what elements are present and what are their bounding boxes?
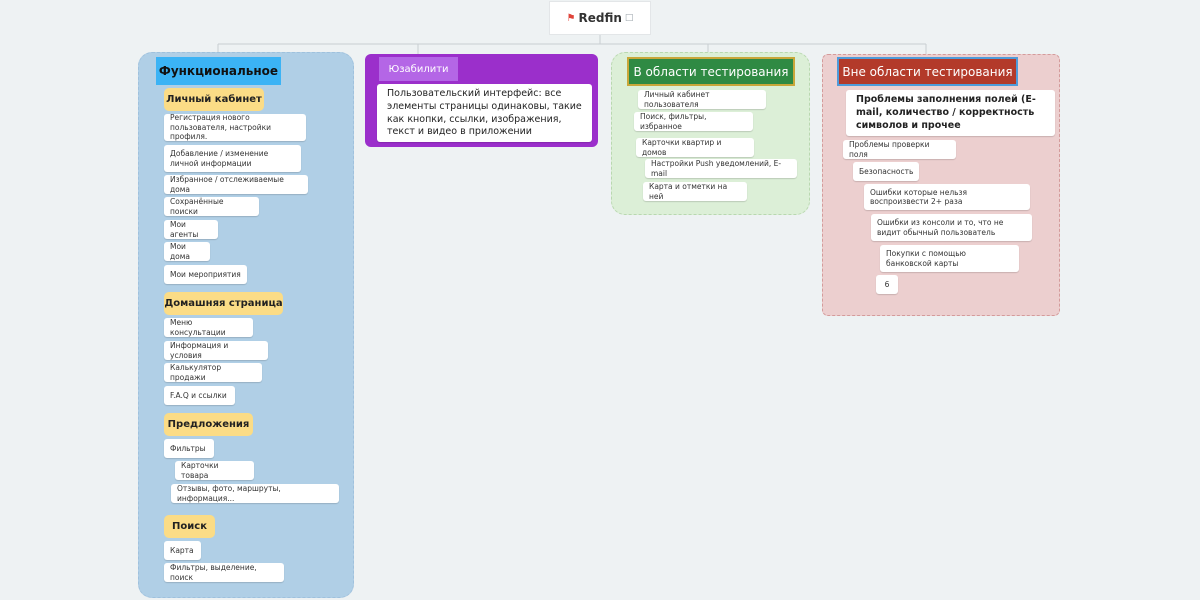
list-item[interactable]: 6 <box>876 275 898 294</box>
list-item[interactable]: Карта <box>164 541 201 560</box>
list-item[interactable]: Личный кабинет пользователя <box>638 90 766 109</box>
root-title: Redfin <box>578 11 622 25</box>
subtopic-personal-account[interactable]: Личный кабинет <box>164 88 264 111</box>
list-item[interactable]: Отзывы, фото, маршруты, информация... <box>171 484 339 503</box>
list-item[interactable]: F.A.Q и ссылки <box>164 386 235 405</box>
list-item[interactable]: Информация и условия <box>164 341 268 360</box>
list-item[interactable]: Ошибки которые нельзя воспроизвести 2+ р… <box>864 184 1030 210</box>
list-item[interactable]: Мои мероприятия <box>164 265 247 284</box>
subtopic-home-page[interactable]: Домашняя страница <box>164 292 283 315</box>
list-item[interactable]: Избранное / отслеживаемые дома <box>164 175 308 194</box>
root-node[interactable]: ⚑ Redfin □ <box>549 1 651 35</box>
list-item[interactable]: Ошибки из консоли и то, что не видит обы… <box>871 214 1032 241</box>
in-scope-topic[interactable]: В области тестирования <box>627 57 795 86</box>
list-item[interactable]: Покупки с помощью банковской карты <box>880 245 1019 272</box>
list-item[interactable]: Поиск, фильтры, избранное <box>634 112 753 131</box>
list-item[interactable]: Карта и отметки на ней <box>643 182 747 201</box>
list-item[interactable]: Меню консультации <box>164 318 253 337</box>
usability-topic[interactable]: Юзабилити <box>379 57 458 81</box>
usability-note[interactable]: Пользовательский интерфейс: все элементы… <box>377 84 592 142</box>
list-item[interactable]: Сохранённые поиски <box>164 197 259 216</box>
list-item[interactable]: Мои агенты <box>164 220 218 239</box>
list-item[interactable]: Карточки товара <box>175 461 254 480</box>
list-item[interactable]: Фильтры, выделение, поиск <box>164 563 284 582</box>
out-scope-main-issue[interactable]: Проблемы заполнения полей (E-mail, колич… <box>846 90 1055 136</box>
list-item[interactable]: Регистрация нового пользователя, настрой… <box>164 113 306 141</box>
list-item[interactable]: Мои дома <box>164 242 210 261</box>
subtopic-offers[interactable]: Предложения <box>164 413 253 436</box>
out-scope-topic[interactable]: Вне области тестирования <box>837 57 1018 86</box>
list-item[interactable]: Настройки Push уведомлений, E-mail <box>645 159 797 178</box>
list-item[interactable]: Проблемы проверки поля <box>843 140 956 159</box>
list-item[interactable]: Карточки квартир и домов <box>636 138 754 157</box>
functional-topic[interactable]: Функциональное <box>156 57 281 85</box>
subtopic-search[interactable]: Поиск <box>164 515 215 538</box>
note-icon: □ <box>624 13 634 23</box>
list-item[interactable]: Добавление / изменение личной информации <box>164 145 301 172</box>
list-item[interactable]: Безопасность <box>853 162 919 181</box>
list-item[interactable]: Калькулятор продажи <box>164 363 262 382</box>
list-item[interactable]: Фильтры <box>164 439 214 458</box>
flag-icon: ⚑ <box>566 12 576 24</box>
